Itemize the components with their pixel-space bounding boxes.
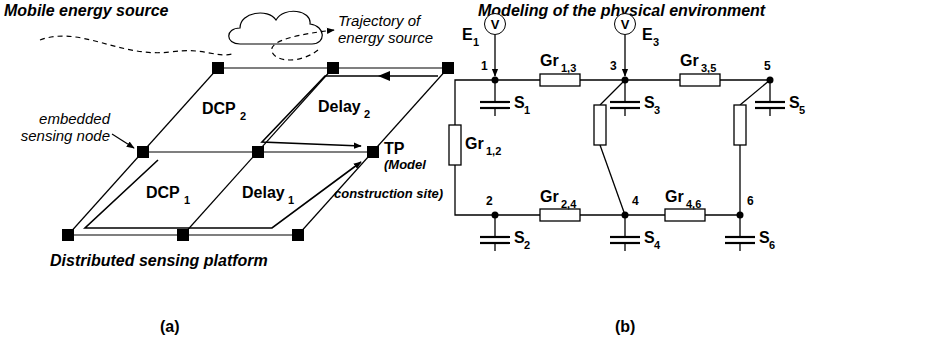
- delay-label: Delay: [318, 98, 361, 116]
- node-number: 5: [764, 60, 771, 74]
- capacitor-label: S: [644, 94, 655, 112]
- panel-tag: (a): [160, 318, 180, 336]
- subscript: 5: [799, 104, 805, 117]
- dcp-path: [85, 160, 361, 228]
- path-label: DCP: [202, 100, 236, 118]
- source-symbol: V: [491, 18, 500, 31]
- capacitor-label: S: [759, 229, 770, 247]
- source-name: E: [642, 26, 653, 44]
- delay-label: Delay: [242, 184, 285, 202]
- trajectory: [272, 30, 334, 60]
- energy-cloud: [229, 11, 323, 44]
- capacitor-plate: [769, 108, 770, 116]
- source-name: E: [462, 26, 473, 44]
- capacitor-plate: [624, 243, 625, 251]
- subscript: 2,4: [561, 198, 576, 211]
- resistor-label: Gr: [465, 135, 484, 153]
- resistor-label: Gr: [540, 52, 559, 70]
- resistor-symbol: [449, 74, 746, 221]
- circuit-wire: [455, 80, 770, 215]
- capacitor-plate: [480, 236, 510, 238]
- node-number: 4: [632, 195, 639, 209]
- circuit-node-dot: [492, 77, 774, 219]
- source-arrow: [494, 35, 495, 76]
- subscript: 2: [364, 108, 370, 121]
- capacitor-plate: [480, 101, 510, 103]
- capacitor-plate: [624, 108, 625, 116]
- subscript: 3: [653, 36, 659, 49]
- capacitor-plate: [755, 101, 785, 103]
- trajectory: [40, 36, 232, 55]
- subscript: 2: [524, 239, 530, 252]
- voltage-source: V: [484, 13, 506, 35]
- path-label: DCP: [146, 184, 180, 202]
- resistor-label: Gr: [680, 52, 699, 70]
- sensing-grid: [68, 68, 448, 235]
- capacitor-plate: [494, 108, 495, 116]
- capacitor-plate: [494, 243, 495, 251]
- source-arrow: [624, 35, 625, 76]
- panel-title: Distributed sensing platform: [50, 252, 268, 270]
- subscript: 1,2: [486, 145, 501, 158]
- callout-label: embedded sensing node: [5, 110, 110, 145]
- subscript: 1: [288, 194, 294, 207]
- subscript: 4: [654, 239, 660, 252]
- panel-title: Mobile energy source: [4, 2, 169, 20]
- subscript: 3,5: [701, 62, 716, 75]
- node-number: 3: [610, 60, 617, 74]
- subscript: 2: [240, 110, 246, 123]
- subscript: 3: [654, 104, 660, 117]
- capacitor-plate: [725, 236, 755, 238]
- leader-arrow: [112, 134, 134, 148]
- voltage-source: V: [614, 13, 636, 35]
- panel-tag: (b): [615, 318, 635, 336]
- subscript: 1: [473, 36, 479, 49]
- target-label: construction site): [334, 187, 443, 202]
- capacitor-label: S: [514, 229, 525, 247]
- node-number: 1: [481, 60, 488, 74]
- sensing-node: [62, 62, 454, 241]
- node-number: 2: [486, 195, 493, 209]
- capacitor-plate: [739, 243, 740, 251]
- capacitor-symbol: [480, 80, 785, 251]
- dcp-path: [262, 76, 438, 146]
- subscript: 4,6: [686, 198, 701, 211]
- capacitor-label: S: [644, 229, 655, 247]
- resistor-label: Gr: [665, 188, 684, 206]
- capacitor-plate: [610, 236, 640, 238]
- subscript: 1: [184, 194, 190, 207]
- target-label: (Model: [384, 158, 426, 173]
- capacitor-label: S: [514, 94, 525, 112]
- subscript: 1: [524, 104, 530, 117]
- resistor-label: Gr: [540, 188, 559, 206]
- subscript: 1,3: [561, 62, 576, 75]
- subscript: 6: [769, 239, 775, 252]
- capacitor-label: S: [789, 94, 800, 112]
- source-symbol: V: [621, 18, 630, 31]
- arrow-head: [378, 71, 390, 81]
- capacitor-plate: [610, 101, 640, 103]
- trajectory-label: Trajectory of energy source: [338, 12, 450, 47]
- target-label: TP: [384, 140, 404, 158]
- node-number: 6: [747, 195, 754, 209]
